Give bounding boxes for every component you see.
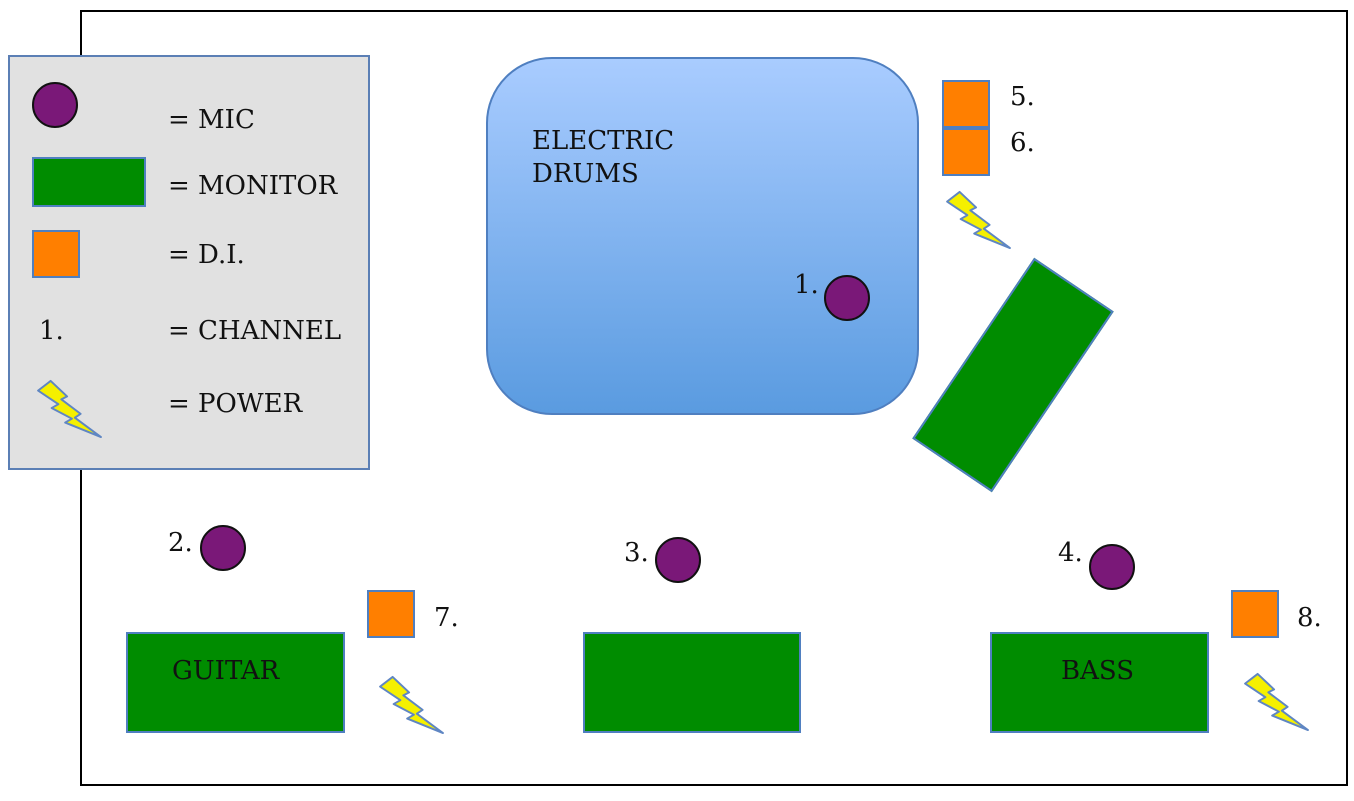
legend-di-label: = D.I.	[168, 240, 245, 270]
power-icon	[945, 190, 1013, 250]
vocal-monitor	[583, 632, 801, 733]
channel-1-label: 1.	[794, 270, 819, 300]
di-icon	[367, 590, 415, 638]
monitor-icon	[32, 157, 146, 207]
channel-6-label: 6.	[1010, 128, 1035, 158]
channel-4-label: 4.	[1058, 538, 1083, 568]
legend-monitor-label: = MONITOR	[168, 171, 338, 201]
channel-3-label: 3.	[624, 538, 649, 568]
guitar-monitor: GUITAR	[126, 632, 345, 733]
mic-icon	[1089, 544, 1135, 590]
di-icon	[942, 128, 990, 176]
di-icon	[32, 230, 80, 278]
bass-monitor: BASS	[990, 632, 1209, 733]
power-icon	[36, 379, 104, 439]
guitar-label: GUITAR	[172, 656, 280, 686]
di-icon	[942, 80, 990, 128]
legend-channel-label: = CHANNEL	[168, 316, 342, 346]
channel-8-label: 8.	[1297, 603, 1322, 633]
di-icon	[1231, 590, 1279, 638]
channel-5-label: 5.	[1010, 82, 1035, 112]
legend-box: = MIC = MONITOR = D.I. 1. = CHANNEL = PO…	[8, 55, 370, 470]
mic-icon	[824, 275, 870, 321]
bass-label: BASS	[1061, 656, 1135, 686]
channel-2-label: 2.	[168, 528, 193, 558]
mic-icon	[200, 525, 246, 571]
drums-label: ELECTRIC DRUMS	[532, 126, 675, 189]
electric-drums-area: ELECTRIC DRUMS	[486, 57, 919, 415]
legend-channel-sample: 1.	[39, 316, 64, 346]
power-icon	[1243, 672, 1311, 732]
power-icon	[378, 675, 446, 735]
mic-icon	[32, 82, 78, 128]
mic-icon	[655, 537, 701, 583]
channel-7-label: 7.	[434, 603, 459, 633]
legend-power-label: = POWER	[168, 389, 303, 419]
legend-mic-label: = MIC	[168, 105, 255, 135]
